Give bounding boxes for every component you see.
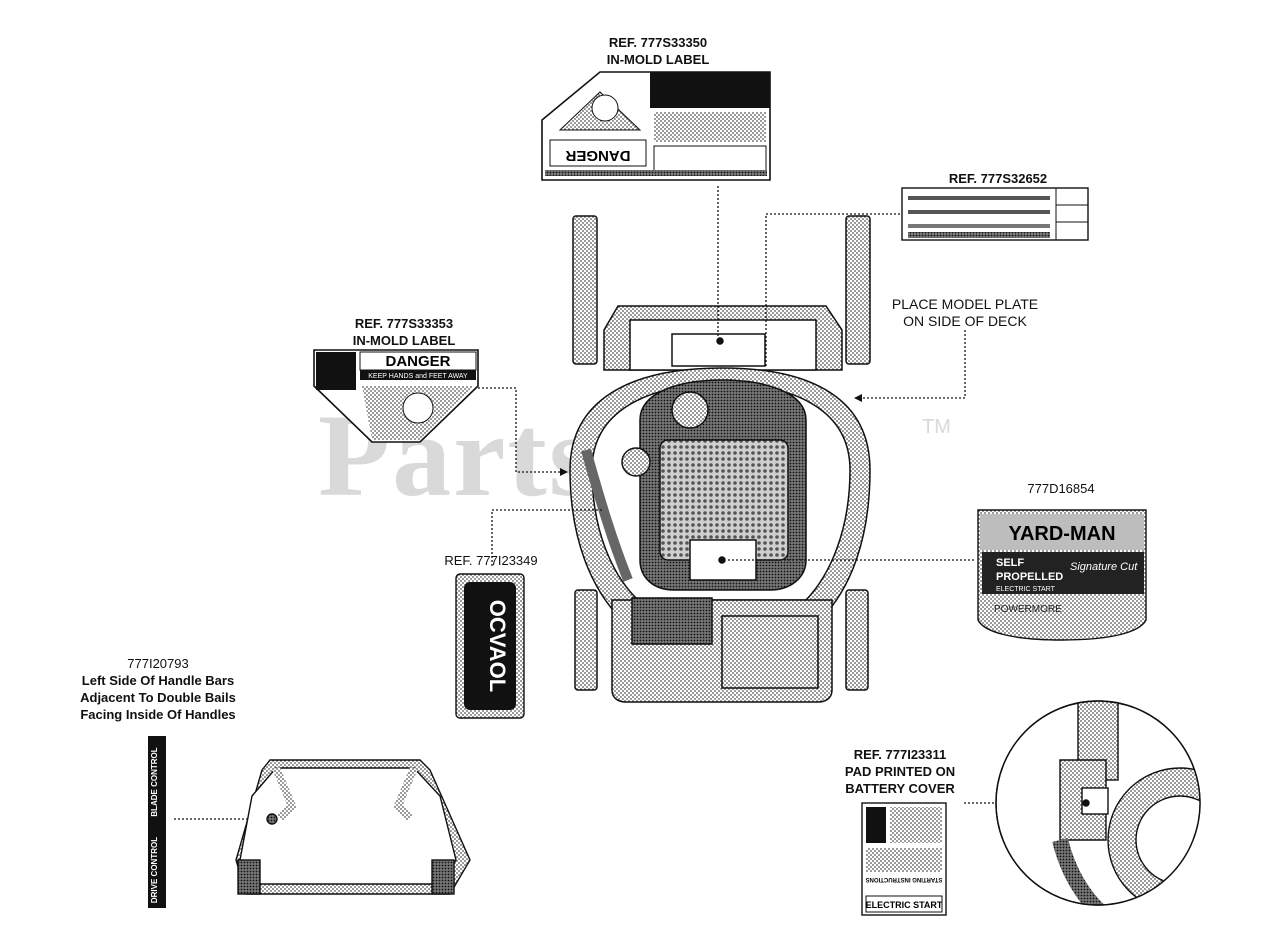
caption-20793-line3: Adjacent To Double Bails [80, 690, 236, 705]
wheel-front-left [574, 589, 598, 691]
fuel-cap [671, 391, 709, 429]
caption-model-plate-line2: ON SIDE OF DECK [903, 313, 1027, 329]
decal-33353-keep-hands: KEEP HANDS and FEET AWAY [368, 373, 468, 380]
oil-cap [621, 447, 651, 477]
decal-33350-danger: DANGER [565, 147, 630, 164]
caption-model-plate-line1: PLACE MODEL PLATE [891, 296, 1039, 312]
caption-777d16854: 777D16854 [1006, 480, 1116, 497]
caption-33353-type: IN-MOLD LABEL [352, 333, 456, 348]
mower-top-view [569, 215, 871, 703]
caption-23311-ref: REF. 777I23311 [853, 747, 947, 762]
decal-777i23349: OCVAOL [455, 573, 525, 719]
wheel-rear-right [845, 215, 871, 365]
wheel-front-right [845, 589, 869, 691]
wheel-rear-left [572, 215, 598, 365]
caption-20793-line4: Facing Inside Of Handles [80, 707, 236, 722]
caption-777i23311: REF. 777I23311 PAD PRINTED ON BATTERY CO… [830, 746, 970, 797]
decal-777i20793: DRIVE CONTROL BLADE CONTROL [148, 736, 166, 908]
caption-777s33350: REF. 777S33350 IN-MOLD LABEL [588, 34, 728, 68]
arrowhead-model-plate [854, 394, 862, 402]
decal-electric-start: ELECTRIC START [996, 586, 1056, 593]
decal-self: SELF [996, 557, 1024, 569]
caption-33353-ref: REF. 777S33353 [354, 316, 454, 331]
decal-33353-danger: DANGER [385, 353, 450, 370]
battery-cover-detail [995, 700, 1201, 906]
leader-arrowheads [560, 394, 862, 476]
arrowhead-33353 [560, 468, 568, 476]
marker-33350 [716, 337, 724, 345]
caption-23311-line3: BATTERY COVER [845, 781, 955, 796]
decal-777s33350: DANGER [541, 71, 771, 181]
decal-propelled: PROPELLED [996, 571, 1063, 583]
caption-16854-ref: 777D16854 [1027, 481, 1095, 496]
caption-777s33353: REF. 777S33353 IN-MOLD LABEL [334, 315, 474, 349]
decal-777i23311: STARTING INSTRUCTIONS ELECTRIC START [861, 802, 947, 916]
caption-23311-line2: PAD PRINTED ON [844, 764, 956, 779]
caption-32652-ref: REF. 777S32652 [948, 171, 1048, 186]
decal-777s33353: DANGER KEEP HANDS and FEET AWAY [313, 349, 479, 443]
caption-20793-line2: Left Side Of Handle Bars [81, 673, 235, 688]
caption-777s32652: REF. 777S32652 [928, 170, 1068, 187]
leader-32652 [765, 213, 900, 366]
decal-battery-electric-start: ELECTRIC START [866, 900, 943, 910]
marker-16854 [718, 556, 726, 564]
decal-777s32652 [901, 187, 1089, 241]
caption-33350-ref: REF. 777S33350 [608, 35, 708, 50]
caption-20793-ref: 777I20793 [127, 656, 189, 671]
caption-777i20793: 777I20793 Left Side Of Handle Bars Adjac… [58, 655, 258, 723]
decal-powermore: POWERMORE [994, 604, 1062, 615]
watermark-trademark: TM [922, 416, 951, 438]
leader-model-plate [862, 330, 966, 399]
decal-brand-text: YARD-MAN [1008, 523, 1115, 545]
decal-battery-heading: STARTING INSTRUCTIONS [866, 876, 943, 882]
bag-panel [721, 615, 819, 689]
handle-bars [235, 759, 471, 895]
caption-33350-type: IN-MOLD LABEL [606, 52, 710, 67]
caption-23349-ref: REF. 777I23349 [444, 553, 538, 568]
decal-drive-control: DRIVE CONTROL [150, 837, 159, 903]
bag-shadow [631, 597, 713, 645]
decal-23349-text: OCVAOL [485, 600, 510, 692]
caption-777i23349: REF. 777I23349 [426, 552, 556, 569]
label-plate-area [671, 333, 766, 367]
caption-model-plate: PLACE MODEL PLATE ON SIDE OF DECK [880, 296, 1050, 330]
side-trim [581, 448, 633, 582]
decal-blade-control: BLADE CONTROL [150, 747, 159, 816]
decal-777d16854: YARD-MAN SELF PROPELLED ELECTRIC START S… [977, 509, 1147, 641]
leader-33353 [478, 387, 560, 473]
leader-23349 [491, 509, 604, 566]
decal-signature-cut: Signature Cut [1070, 561, 1138, 573]
